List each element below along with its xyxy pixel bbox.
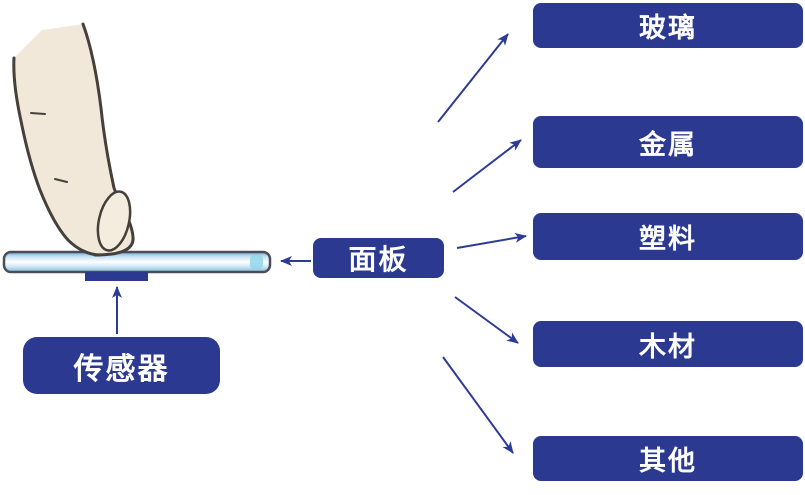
finger-illustration <box>12 22 135 257</box>
sensor-chip <box>85 272 148 281</box>
material-box-glass: 玻璃 <box>533 3 803 48</box>
arrow-panel-to-plastic <box>456 232 527 249</box>
material-box-metal: 金属 <box>533 116 803 168</box>
sensor-label: 传感器 <box>73 351 170 387</box>
material-box-other: 其他 <box>533 436 803 481</box>
material-label: 木材 <box>639 331 697 363</box>
material-box-wood: 木材 <box>533 321 803 367</box>
arrow-panel-to-other <box>442 356 514 454</box>
touch-panel-bar <box>2 250 272 274</box>
panel-label: 面板 <box>348 243 409 276</box>
arrow-panel-to-wood <box>454 296 519 344</box>
material-label: 其他 <box>639 446 697 477</box>
material-box-plastic: 塑料 <box>533 213 803 260</box>
arrow-panel-to-metal <box>452 139 522 193</box>
arrow-panel-to-glass <box>437 33 509 123</box>
material-label: 金属 <box>639 129 697 161</box>
material-label: 玻璃 <box>639 13 697 44</box>
panel-label-box: 面板 <box>313 238 444 278</box>
material-label: 塑料 <box>639 224 697 255</box>
sensor-label-box: 传感器 <box>23 337 220 394</box>
